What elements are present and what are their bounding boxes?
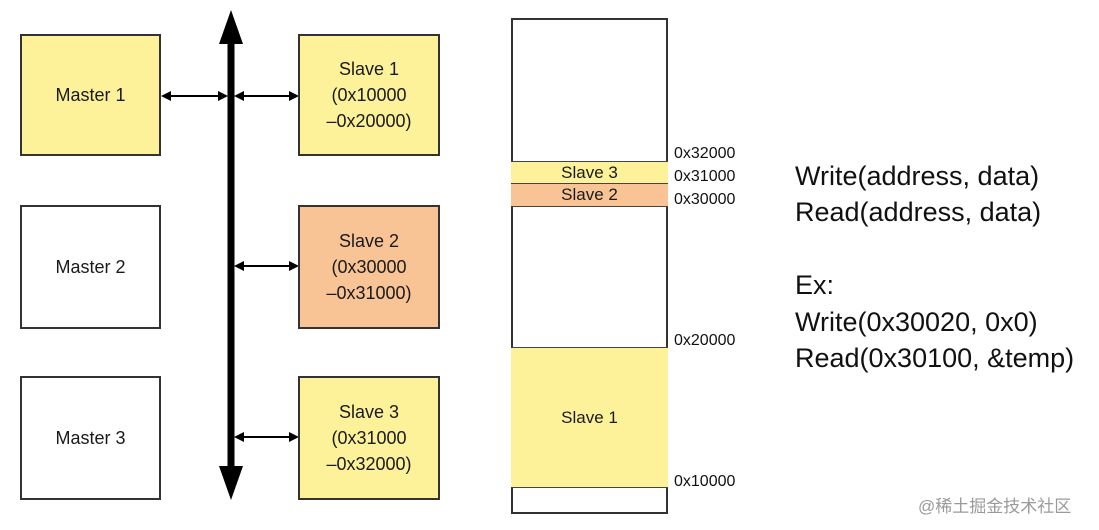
address-0x20000: 0x20000 [674, 332, 736, 349]
master-3-box: Master 3 [20, 376, 161, 500]
example-read: Read(0x30100, &temp) [795, 343, 1075, 373]
master-1-box: Master 1 [20, 34, 161, 156]
master-1-label: Master 1 [55, 85, 126, 105]
example-write: Write(0x30020, 0x0) [795, 307, 1038, 337]
master-2-label: Master 2 [55, 257, 126, 277]
memory-segment-slave-3-label: Slave 3 [561, 162, 618, 182]
bus-arrow-top [219, 10, 243, 44]
bus-arrow-bottom [219, 466, 243, 500]
address-0x31000: 0x31000 [674, 168, 736, 185]
api-read: Read(address, data) [795, 197, 1042, 227]
address-0x10000: 0x10000 [674, 473, 736, 490]
memory-segment-slave-2: Slave 2 [511, 184, 668, 207]
slave-2-range-end: –0x31000) [326, 283, 412, 303]
slave-2-box: Slave 2 (0x30000 –0x31000) [298, 205, 440, 329]
slave-2-range-start: (0x30000 [331, 257, 407, 277]
slave-1-range-end: –0x20000) [326, 111, 412, 131]
watermark: @稀土掘金技术社区 [918, 497, 1072, 516]
slave-3-range-start: (0x31000 [331, 428, 407, 448]
master-2-box: Master 2 [20, 205, 161, 329]
memory-segment-slave-1-label: Slave 1 [561, 407, 618, 427]
address-0x32000: 0x32000 [674, 145, 736, 162]
slave-1-range-start: (0x10000 [331, 85, 407, 105]
example-label: Ex: [795, 270, 835, 300]
slave-1-name: Slave 1 [338, 59, 400, 79]
slave-2-name: Slave 2 [338, 231, 400, 251]
memory-segment-slave-2-label: Slave 2 [561, 185, 618, 204]
master-3-label: Master 3 [55, 428, 126, 448]
memory-segment-slave-1: Slave 1 [511, 347, 668, 488]
memory-segment-slave-3: Slave 3 [511, 161, 668, 184]
slave-3-name: Slave 3 [338, 402, 400, 422]
address-0x30000: 0x30000 [674, 191, 736, 208]
slave-3-box: Slave 3 (0x31000 –0x32000) [298, 376, 440, 500]
slave-1-box: Slave 1 (0x10000 –0x20000) [298, 34, 440, 156]
api-write: Write(address, data) [795, 161, 1040, 191]
slave-3-range-end: –0x32000) [326, 454, 412, 474]
